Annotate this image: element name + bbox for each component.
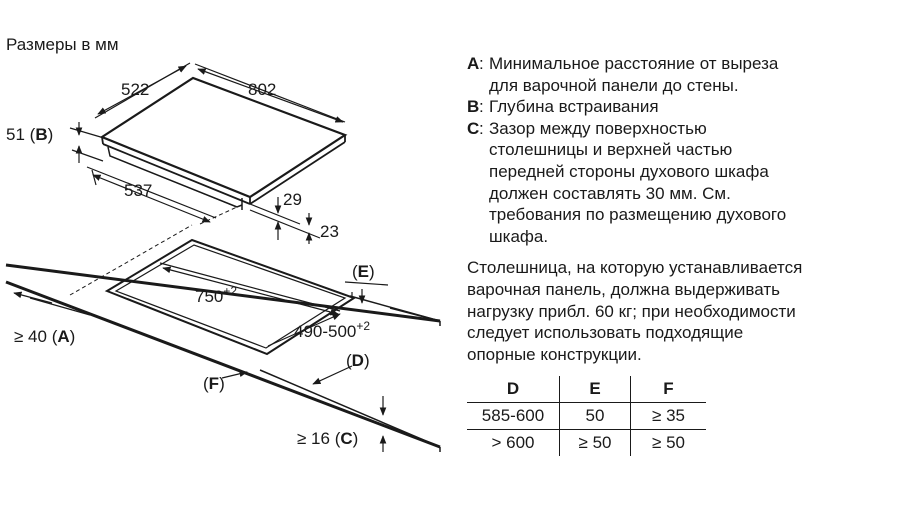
table-cell: 585-600	[467, 402, 560, 430]
load-note: Столешница, на которую устанавливается в…	[467, 258, 803, 364]
dim-29: 29	[283, 190, 302, 209]
projection-lines	[69, 206, 238, 296]
legend-text-b: Глубина встраивания	[489, 97, 659, 117]
dim-b-value: 51	[6, 125, 25, 144]
legend-text-c: Зазор между поверхностью столешницы и ве…	[489, 118, 787, 246]
table-cell: 50	[559, 402, 631, 430]
label-e: (E)	[352, 262, 375, 281]
table-header-f: F	[630, 376, 706, 403]
dim-a: ≥ 40 (A)	[14, 327, 75, 346]
legend-item-c: C:Зазор между поверхностью столешницы и …	[467, 118, 787, 246]
dim-depth-hob: 802	[248, 80, 276, 99]
legend-key-c: C	[467, 118, 480, 138]
worktop-front-edge	[5, 280, 441, 449]
legend-key-a: A	[467, 54, 480, 73]
dim-b-key: B	[35, 125, 47, 144]
dim-cutout-depth-value: 490-500	[294, 322, 356, 341]
legend-text-a: Минимальное расстояние от выреза для вар…	[489, 54, 779, 95]
dim-cutout-depth-tol: +2	[356, 319, 370, 333]
table-header-d: D	[467, 376, 560, 403]
table-header-row: D E F	[467, 376, 706, 403]
table-row: > 600 ≥ 50 ≥ 50	[467, 429, 706, 456]
legend-item-b: B:Глубина встраивания	[467, 97, 659, 117]
units-caption: Размеры в мм	[6, 35, 119, 54]
dim-cut-width: 537	[124, 181, 152, 200]
legend: A:Минимальное расстояние от выреза для в…	[467, 53, 897, 365]
dim-c: ≥ 16 (C)	[297, 429, 358, 448]
label-d: (D)	[346, 351, 370, 370]
installation-diagram: Размеры в мм	[5, 35, 441, 452]
dim-cutout-depth: 490-500+2	[294, 319, 370, 341]
dim-23: 23	[320, 222, 339, 241]
dim-cutout-width-value: 750	[195, 287, 223, 306]
table-row: 585-600 50 ≥ 35	[467, 402, 706, 430]
label-f: (F)	[203, 374, 225, 393]
cutout-outer	[104, 238, 357, 356]
dim-cutout-width-tol: +2	[223, 284, 237, 298]
table-cell: ≥ 50	[559, 429, 631, 456]
table-cell: > 600	[491, 433, 535, 452]
legend-key-b: B	[467, 97, 480, 117]
dim-width-hob: 522	[121, 80, 149, 99]
dim-b: 51 (B)	[6, 125, 53, 144]
clearance-table: D E F 585-600 50 ≥ 35 > 600 ≥ 50 ≥ 50	[467, 376, 706, 456]
table-cell: ≥ 35	[630, 402, 706, 430]
cutout-inner	[114, 244, 347, 349]
cutout	[104, 238, 357, 356]
dimension-lines	[13, 62, 389, 452]
legend-item-a: A:Минимальное расстояние от выреза для в…	[467, 54, 779, 95]
dim-cutout-width: 750+2	[195, 284, 237, 306]
table-header-e: E	[559, 376, 631, 403]
table-cell: ≥ 50	[630, 429, 706, 456]
